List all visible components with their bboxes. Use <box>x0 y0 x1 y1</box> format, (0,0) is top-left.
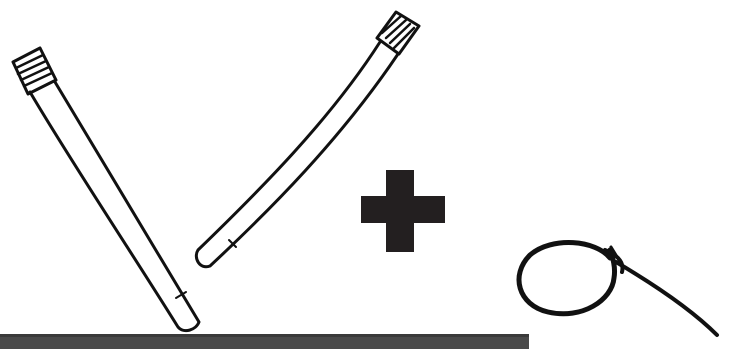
string-loop <box>519 243 717 335</box>
right-stick <box>196 12 419 267</box>
ground-strip <box>0 334 529 349</box>
plus-icon <box>361 170 445 252</box>
left-stick <box>13 48 199 331</box>
